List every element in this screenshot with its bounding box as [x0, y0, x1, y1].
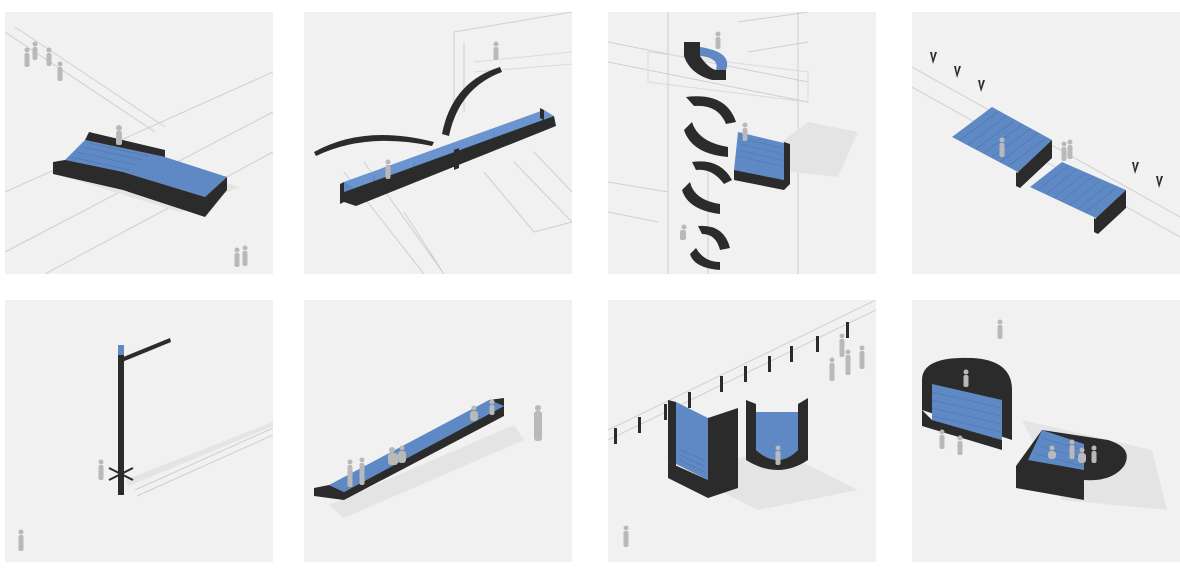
long-bench-drawing — [314, 398, 542, 518]
street-lamp-drawing — [18, 338, 273, 551]
panel-street-lamp-post — [5, 300, 273, 562]
panel-u-shaped-shelters — [608, 300, 876, 562]
u-shelter-drawing — [608, 300, 876, 547]
spiral-stair-drawing — [608, 12, 858, 274]
panel-long-bench — [304, 300, 572, 562]
canal-bridge-drawing — [314, 12, 572, 274]
panel-split-stepped-seating — [912, 12, 1180, 274]
panel-rounded-stepped-platforms — [912, 300, 1180, 562]
panel-canal-bridge-arcs — [304, 12, 572, 274]
rounded-platforms-drawing — [922, 319, 1167, 510]
panel-stair-bridge-ramp — [5, 12, 273, 274]
stair-bridge-drawing — [5, 26, 273, 274]
split-seating-drawing — [912, 52, 1180, 238]
panel-spiral-ribbon-stair — [608, 12, 876, 274]
